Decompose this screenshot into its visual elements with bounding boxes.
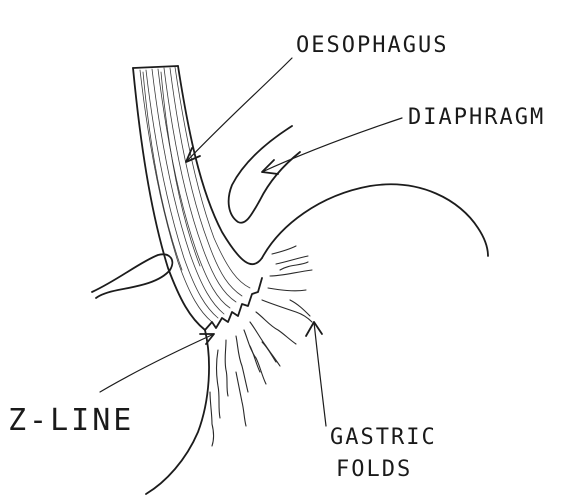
arrow-gastric-folds <box>306 322 326 426</box>
diaphragm-fold-left <box>92 254 172 298</box>
label-folds: FOLDS <box>336 457 412 482</box>
label-oesophagus: OESOPHAGUS <box>296 33 448 58</box>
z-line-zigzag <box>205 278 262 330</box>
label-z-line: Z-LINE <box>8 403 134 438</box>
arrow-diaphragm <box>262 118 402 174</box>
arrow-z-line <box>100 334 214 392</box>
label-gastric: GASTRIC <box>330 425 437 450</box>
oesophagus-shading <box>140 67 250 322</box>
label-diaphragm: DIAPHRAGM <box>408 105 545 130</box>
gastric-folds <box>210 246 312 446</box>
arrow-oesophagus <box>186 58 292 162</box>
diaphragm-fold <box>229 126 300 223</box>
